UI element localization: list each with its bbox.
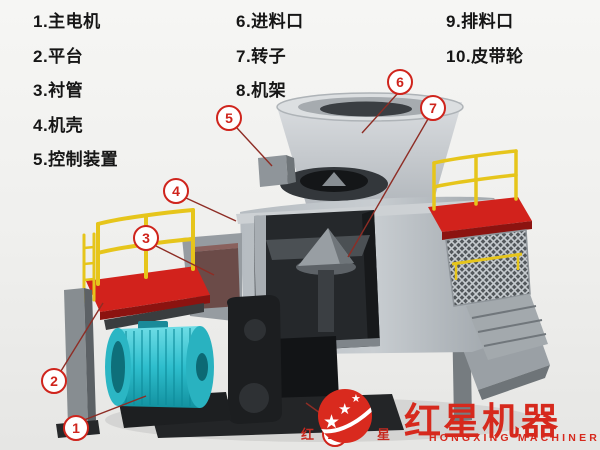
belt-guard bbox=[227, 295, 282, 424]
control-box bbox=[258, 155, 296, 187]
star-icon: ★ bbox=[323, 412, 341, 433]
side-steps bbox=[466, 294, 548, 360]
brand-name-cn: 红星机器 bbox=[404, 401, 560, 442]
right-railing bbox=[432, 149, 518, 211]
right-platform bbox=[428, 197, 532, 240]
legend-item-main-motor: 1.主电机 bbox=[33, 12, 101, 31]
logo-char-left: 红 bbox=[301, 427, 315, 442]
swoosh-icon bbox=[318, 406, 372, 434]
legend-column-1: 1.主电机 2.平台 3.衬管 4.机壳 5.控制装置 bbox=[33, 5, 118, 178]
callout-2: 2 bbox=[41, 368, 67, 394]
callout-5: 5 bbox=[216, 105, 242, 131]
callout-1: 1 bbox=[63, 415, 89, 441]
callout-3: 3 bbox=[133, 225, 159, 251]
legend-item-belt-pulley: 10.皮带轮 bbox=[446, 46, 524, 66]
legend-column-3: 9.排料口 10.皮带轮 bbox=[446, 5, 524, 74]
feed-hopper bbox=[276, 92, 464, 204]
legend-item-casing: 4.机壳 bbox=[33, 115, 84, 135]
logo-char-right: 星 bbox=[377, 427, 391, 442]
callout-6: 6 bbox=[387, 69, 413, 95]
legend-item-rotor: 7.转子 bbox=[236, 46, 287, 66]
legend-item-frame: 8.机架 bbox=[236, 81, 287, 100]
left-platform bbox=[86, 266, 210, 330]
callout-7: 7 bbox=[420, 95, 446, 121]
legend-item-feed-inlet: 6.进料口 bbox=[236, 12, 304, 31]
legend-item-liner-pipe: 3.衬管 bbox=[33, 81, 84, 100]
legend-item-control-device: 5.控制装置 bbox=[33, 150, 119, 169]
leader-lines bbox=[60, 92, 429, 424]
legend-item-platform: 2.平台 bbox=[33, 46, 84, 66]
legend-item-discharge-port: 9.排料口 bbox=[446, 12, 514, 31]
motor bbox=[105, 321, 232, 428]
star-icon: ★ bbox=[351, 393, 361, 405]
star-icon: ★ bbox=[338, 401, 352, 418]
hongxing-logo-icon: ★ ★ ★ bbox=[318, 389, 372, 443]
brand-name-en: HONGXING MACHINERY bbox=[429, 432, 600, 444]
legend-column-2: 6.进料口 7.转子 8.机架 bbox=[236, 5, 304, 109]
mesh-walkway bbox=[445, 229, 531, 307]
callout-4: 4 bbox=[163, 178, 189, 204]
left-support-column bbox=[56, 288, 100, 438]
